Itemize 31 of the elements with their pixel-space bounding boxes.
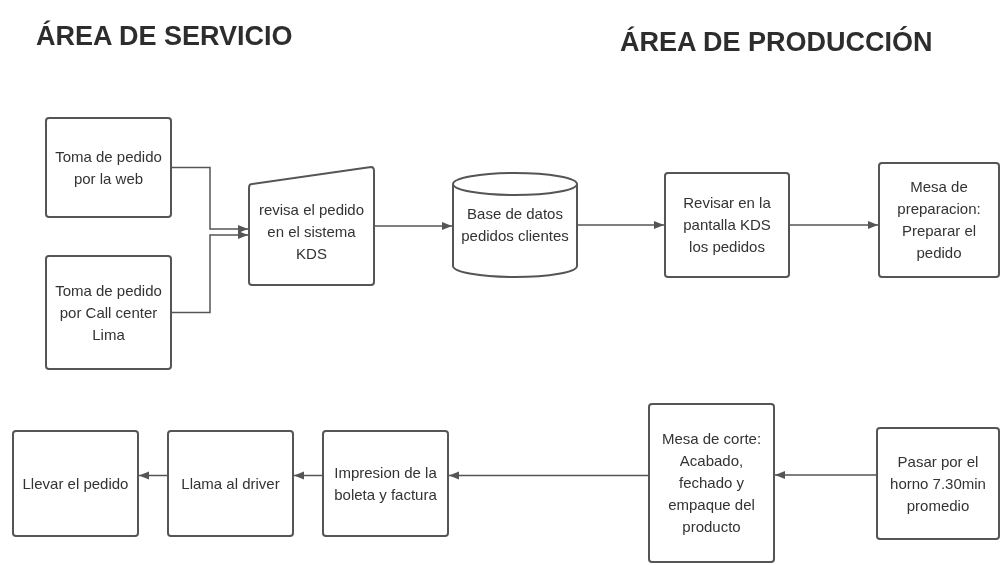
node-label: revisa el pedido en el sistema KDS xyxy=(257,200,366,264)
process-box xyxy=(12,430,139,537)
arrow xyxy=(374,222,453,230)
process-box xyxy=(167,430,294,537)
node-label: Mesa de corte: Acabado, fechado y empaque del producto xyxy=(660,429,763,537)
arrow xyxy=(171,166,249,233)
arrow xyxy=(577,221,665,229)
node-label: Toma de pedido por Call center Lima xyxy=(55,280,162,345)
section-heading: ÁREA DE SERVICIO xyxy=(36,19,293,53)
process-box xyxy=(322,430,449,537)
node-label: Mesa de preparacion: Preparar el pedido xyxy=(896,177,982,263)
node-label: Revisar en la pantalla KDS los pedidos xyxy=(682,193,772,257)
process-box xyxy=(876,427,1000,540)
process-box xyxy=(878,162,1000,278)
arrow xyxy=(448,471,649,480)
arrow xyxy=(774,471,877,479)
arrow xyxy=(789,221,879,229)
process-box xyxy=(664,172,790,278)
node-label: Llama al driver xyxy=(181,473,280,494)
node-label: Pasar por el horno 7.30min promedio xyxy=(889,451,987,516)
arrow xyxy=(138,471,168,480)
node-label: Base de datos pedidos clientes xyxy=(460,204,570,246)
node-label: Llevar el pedido xyxy=(22,473,129,494)
arrow xyxy=(293,471,323,480)
section-heading: ÁREA DE PRODUCCIÓN xyxy=(620,25,933,59)
process-box xyxy=(45,255,172,370)
arrow xyxy=(171,231,249,314)
node-label: Impresion de la boleta y factura xyxy=(333,462,438,505)
process-box xyxy=(45,117,172,218)
process-box xyxy=(648,403,775,563)
node-label: Toma de pedido por la web xyxy=(55,146,162,189)
